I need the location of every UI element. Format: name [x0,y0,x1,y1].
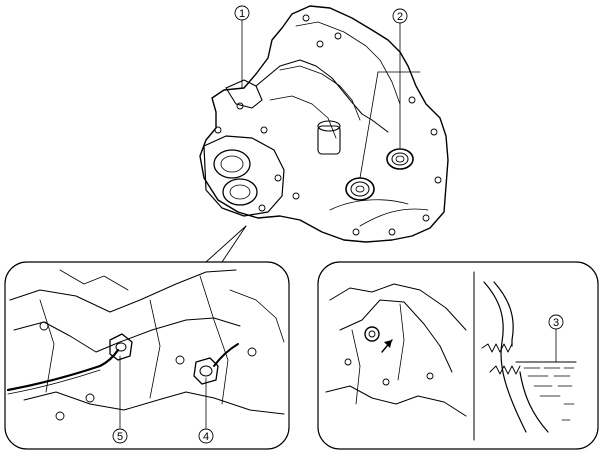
transaxle-main-view [199,5,449,243]
left-inset-bolt [39,321,49,331]
inset-connector [205,225,247,263]
bell-housing-face [203,135,285,217]
svg-text:1: 1 [239,8,245,20]
transaxle-housing-outline [199,5,449,243]
sensor-connector-5-face [115,342,127,352]
harness-wire-left [6,348,120,392]
left-inset-bolt [55,411,65,421]
housing-bolts [214,14,442,236]
left-inset-housing-edge-2 [13,317,241,353]
left-inset-rib-5 [229,289,285,343]
right-inset-frame [317,261,599,450]
right-inset-bolt [382,378,390,386]
center-boss [317,125,341,155]
housing-rib-1 [295,21,401,105]
shift-bracket [225,79,263,109]
oil-seal-lower-inner [350,181,370,197]
fill-plug-core [368,330,376,338]
left-inset-rib-3 [199,275,229,405]
oil-seal-lower-core [355,185,365,193]
oil-seal-lower [345,177,375,201]
callout-4: 4 [198,377,214,444]
left-detail-inset: 5 4 [4,261,290,450]
shift-rod [255,59,317,87]
svg-text:3: 3 [553,317,559,329]
left-inset-bolt [247,347,257,357]
case-wall-outer [483,281,527,433]
fill-plug [364,326,380,342]
oil-level-cross-section [481,281,577,433]
housing-rib-2 [279,65,361,121]
housing-opening-upper-inner [220,155,244,173]
right-inset-bolt [344,358,352,366]
sensor-connector-5 [109,333,133,361]
right-inset-bolt [426,372,434,380]
left-inset-rib-2 [149,299,161,399]
harness-wire-left-edge [7,369,101,395]
case-wall-lower-inner [519,371,549,433]
housing-opening-lower-inner [229,184,251,200]
left-inset-rib-4 [59,269,129,291]
switch-connector-4 [193,357,219,385]
oil-seal-upper-core [395,155,405,163]
left-inset-bolt [85,393,95,403]
case-wall-inner [493,281,514,347]
housing-rib-3 [269,95,337,139]
callout-1: 1 [234,5,250,89]
svg-text:5: 5 [117,431,123,443]
oil-seal-upper [386,148,414,170]
housing-rib-4 [329,199,409,211]
right-detail-inset: 3 [317,261,599,450]
switch-connector-4-face [199,365,213,377]
callout-2: 2 [359,8,421,179]
fill-plug-view [325,283,467,417]
oil-seal-upper-inner [391,152,409,166]
svg-text:4: 4 [203,431,209,443]
oil-surface-hatch [523,367,575,421]
thread-upper [481,343,513,353]
left-inset-housing-edge-1 [9,269,237,313]
housing-opening-lower [222,178,258,206]
left-inset-rib-1 [39,299,55,393]
callout-3: 3 [548,314,564,363]
left-inset-bolt [175,355,185,365]
plug-arrow-head [384,340,392,348]
housing-rib-5 [359,208,429,227]
left-inset-housing-edge-3 [23,391,285,415]
left-inset-frame [4,261,290,450]
svg-text:2: 2 [397,11,403,23]
housing-opening-upper [213,149,251,179]
callout-5: 5 [112,355,128,444]
harness-pipe [315,65,389,133]
thread-lower [489,365,521,375]
center-boss-top [317,120,341,132]
